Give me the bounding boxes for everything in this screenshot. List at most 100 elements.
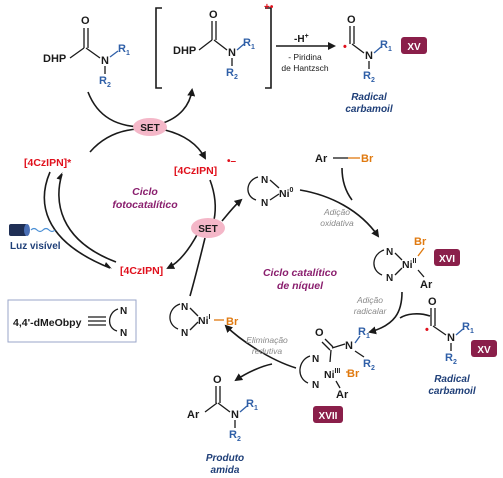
niiii-nitrogen: N	[345, 340, 353, 352]
radical-nitrogen: N	[365, 50, 373, 62]
excitation-arrow-inner	[56, 172, 117, 263]
substrate-nitrogen: N	[101, 55, 109, 67]
ni0-n-bottom: N	[261, 198, 268, 209]
cation-dhp: DHP	[173, 45, 196, 57]
ligand-box: 4,4'-dMeObpy N N	[7, 299, 137, 343]
nickel-cycle: N N Ni0 Ar Br Adição oxidativa N N NiII	[169, 153, 497, 423]
product-r1: R1	[246, 398, 258, 412]
radical-right-label-line2: carbamoil	[428, 386, 475, 397]
substrate-oxygen: O	[81, 15, 90, 27]
product-r2: R2	[229, 429, 241, 443]
cation-oxygen: O	[209, 9, 218, 21]
substrate-dhp: DHP	[43, 53, 66, 65]
light-label: Luz visível	[10, 241, 61, 252]
nii-ar: Ar	[420, 279, 433, 291]
arc-excited-to-set	[89, 128, 139, 153]
arc-to-product	[234, 363, 273, 382]
badge-xvi-text: XVI	[439, 254, 455, 265]
product-ar: Ar	[187, 409, 200, 421]
nii-n-top: N	[386, 247, 393, 258]
arc-arbr-joining	[341, 167, 353, 201]
photocycle-title-line1: Ciclo	[132, 186, 158, 198]
badge-xv-right	[471, 340, 497, 357]
cation-nitrogen: N	[228, 47, 236, 59]
product-nitrogen: N	[231, 409, 239, 421]
ligand-box-frame	[7, 299, 137, 343]
radical-right-r1: R1	[462, 321, 474, 335]
ligand-name: 4,4'-dMeObpy	[13, 317, 82, 329]
niiii-ar: Ar	[336, 389, 349, 401]
badge-xvii	[313, 406, 343, 423]
radical-label-line1: Radical	[351, 92, 387, 103]
reduced-charge: •–	[227, 156, 237, 167]
arc-reduced-to-set	[209, 179, 216, 221]
arc-radical-joining	[399, 313, 431, 319]
arc-reductive-elimination	[224, 324, 297, 369]
set-label-bottom: SET	[198, 224, 217, 235]
photocatalytic-cycle: SET [4CzIPN]* [4CzIPN] •– Ciclo fotocata…	[9, 88, 243, 297]
arbr-br: Br	[361, 153, 374, 165]
nione-n-top: N	[181, 302, 188, 313]
radical-cation-charge: +•	[264, 2, 274, 13]
radical-cation: +• DHP O N R1 R2	[155, 2, 274, 89]
arc-set-to-cation	[159, 88, 196, 125]
ni0-complex: N N Ni0	[247, 175, 294, 209]
nickel-title-line2: de níquel	[277, 280, 324, 292]
product-oxygen: O	[213, 374, 222, 386]
substrate-r1: R1	[118, 43, 130, 57]
radical-right-r2: R2	[445, 352, 457, 366]
light-source: Luz visível	[9, 224, 61, 252]
light-wave-icon	[30, 227, 56, 233]
niiii-n-top: N	[312, 354, 319, 365]
radical-r1: R1	[380, 39, 392, 53]
reductive-line1: Eliminação	[246, 335, 288, 345]
set-bubble-top	[133, 118, 167, 136]
nickel-title-line1: Ciclo catalítico	[263, 267, 338, 279]
carbamoyl-radical-right: • O N R1 R2 XV Radical carbamoil	[425, 296, 497, 397]
cation-r1: R1	[243, 37, 255, 51]
nii-n-bottom: N	[386, 273, 393, 284]
substrate-r2: R2	[99, 75, 111, 89]
radical-right-oxygen: O	[428, 296, 437, 308]
product-label-line1: Produto	[206, 453, 244, 464]
radical-dot: •	[343, 41, 347, 53]
cation-r2: R2	[226, 67, 238, 81]
nii-one-complex: N N NiI Br	[169, 302, 239, 339]
ni0-metal: Ni0	[279, 187, 294, 200]
arbr-ar: Ar	[315, 153, 328, 165]
ligand-n-bottom: N	[120, 328, 127, 339]
nione-metal: NiI	[198, 314, 211, 327]
nii-complex: N N NiII Br Ar XVI	[373, 236, 460, 291]
arc-substrate-to-set	[87, 91, 141, 128]
led-body	[9, 224, 27, 236]
ligand-n-top: N	[120, 306, 127, 317]
niiii-r1: R1	[358, 326, 370, 340]
byproduct-line1: - Piridina	[288, 52, 322, 62]
badge-xv-right-text: XV	[477, 345, 491, 356]
oxidative-line1: Adição	[323, 207, 350, 217]
nii-br: Br	[414, 236, 427, 248]
niiii-n-bottom: N	[312, 380, 319, 391]
excited-photocatalyst: [4CzIPN]*	[24, 157, 72, 169]
radical-add-line2: radicalar	[354, 306, 388, 316]
niiii-r2: R2	[363, 358, 375, 372]
radical-r2: R2	[363, 70, 375, 84]
reductive-line2: redutiva	[252, 346, 283, 356]
substrate-dhp-amide: DHP O N R1 R2	[43, 15, 130, 89]
arc-set-to-ni0	[221, 198, 243, 222]
badge-xv-top	[401, 37, 427, 54]
reduced-photocatalyst: [4CzIPN]	[174, 165, 217, 177]
aryl-bromide: Ar Br	[315, 153, 374, 165]
radical-right-label-line1: Radical	[434, 374, 470, 385]
byproduct-line2: de Hantzsch	[281, 63, 329, 73]
deprotonation-label: -H+	[294, 33, 309, 45]
radical-right-nitrogen: N	[447, 332, 455, 344]
niiii-metal: NiIII	[324, 368, 340, 381]
badge-xvii-text: XVII	[319, 411, 338, 422]
badge-xv-top-text: XV	[407, 42, 421, 53]
excitation-arrow-outer	[43, 171, 112, 269]
radical-label-line2: carbamoil	[345, 104, 392, 115]
ground-photocatalyst: [4CzIPN]	[120, 265, 163, 277]
